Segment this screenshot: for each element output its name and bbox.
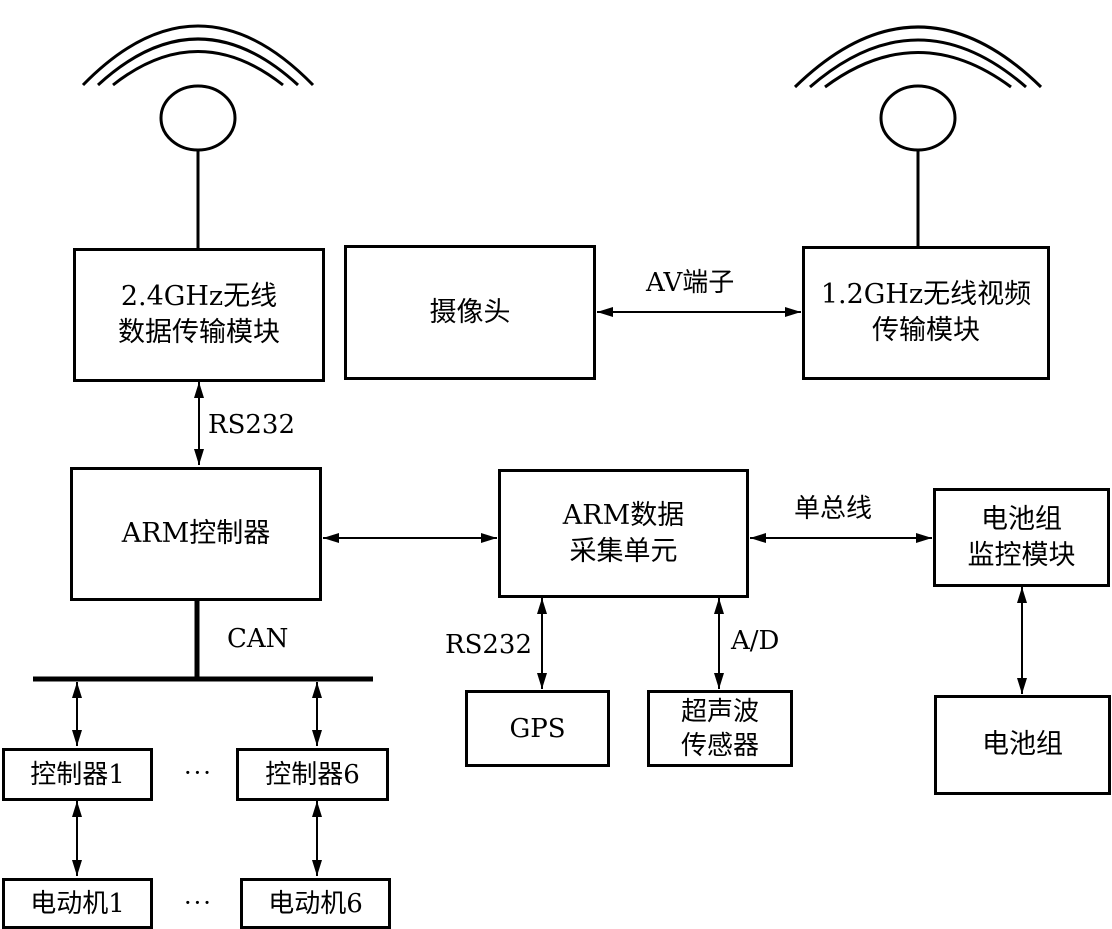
single-bus-label: 单总线 [794,494,873,524]
av-terminal-label: AV端子 [646,268,735,298]
rs232-label-top: RS232 [208,410,296,440]
camera-label: 摄像头 [429,296,511,328]
antenna-right-icon [793,25,1043,248]
wireless-video-module: 1.2GHz无线视频 传输模块 [802,246,1050,380]
wireless-data-line-2: 数据传输模块 [118,317,280,348]
wireless-data-module: 2.4GHz无线 数据传输模块 [73,248,325,382]
wireless-video-line-2: 传输模块 [872,315,980,346]
controller-6-label: 控制器6 [265,759,360,790]
motor-1-block: 电动机1 [2,878,153,929]
arm-acquisition-line-1: ARM数据 [562,499,685,531]
battery-monitor-block: 电池组 监控模块 [933,488,1110,587]
ad-label: A/D [731,626,780,656]
battery-pack-block: 电池组 [934,695,1111,795]
arm-controller-label: ARM控制器 [121,518,271,549]
gps-block: GPS [465,690,610,767]
controller-1-label: 控制器1 [30,759,125,790]
antenna-left-icon [81,24,315,248]
gps-label: GPS [509,713,566,744]
ellipsis-motors: ··· [184,889,213,917]
camera-block: 摄像头 [344,245,596,380]
wireless-video-line-1: 1.2GHz无线视频 [820,279,1032,310]
wireless-data-line-1: 2.4GHz无线 [120,281,278,312]
arm-acquisition-line-2: 采集单元 [569,535,678,567]
ultrasonic-sensor-block: 超声波 传感器 [647,690,793,767]
motor-6-block: 电动机6 [240,878,391,929]
ultrasonic-line-2: 传感器 [680,730,759,761]
arm-acquisition-block: ARM数据 采集单元 [498,469,749,598]
rs232-label-gps: RS232 [445,630,533,660]
can-label: CAN [227,624,289,654]
motor-6-label: 电动机6 [268,888,363,919]
arm-controller-block: ARM控制器 [70,467,322,601]
ultrasonic-line-1: 超声波 [680,696,759,727]
battery-monitor-line-1: 电池组 [981,503,1062,535]
ellipsis-controllers: ··· [184,759,213,787]
battery-pack-label: 电池组 [982,729,1063,760]
controller-6-block: 控制器6 [236,748,389,801]
battery-monitor-line-2: 监控模块 [967,539,1076,571]
motor-1-label: 电动机1 [30,888,125,919]
controller-1-block: 控制器1 [2,748,153,801]
